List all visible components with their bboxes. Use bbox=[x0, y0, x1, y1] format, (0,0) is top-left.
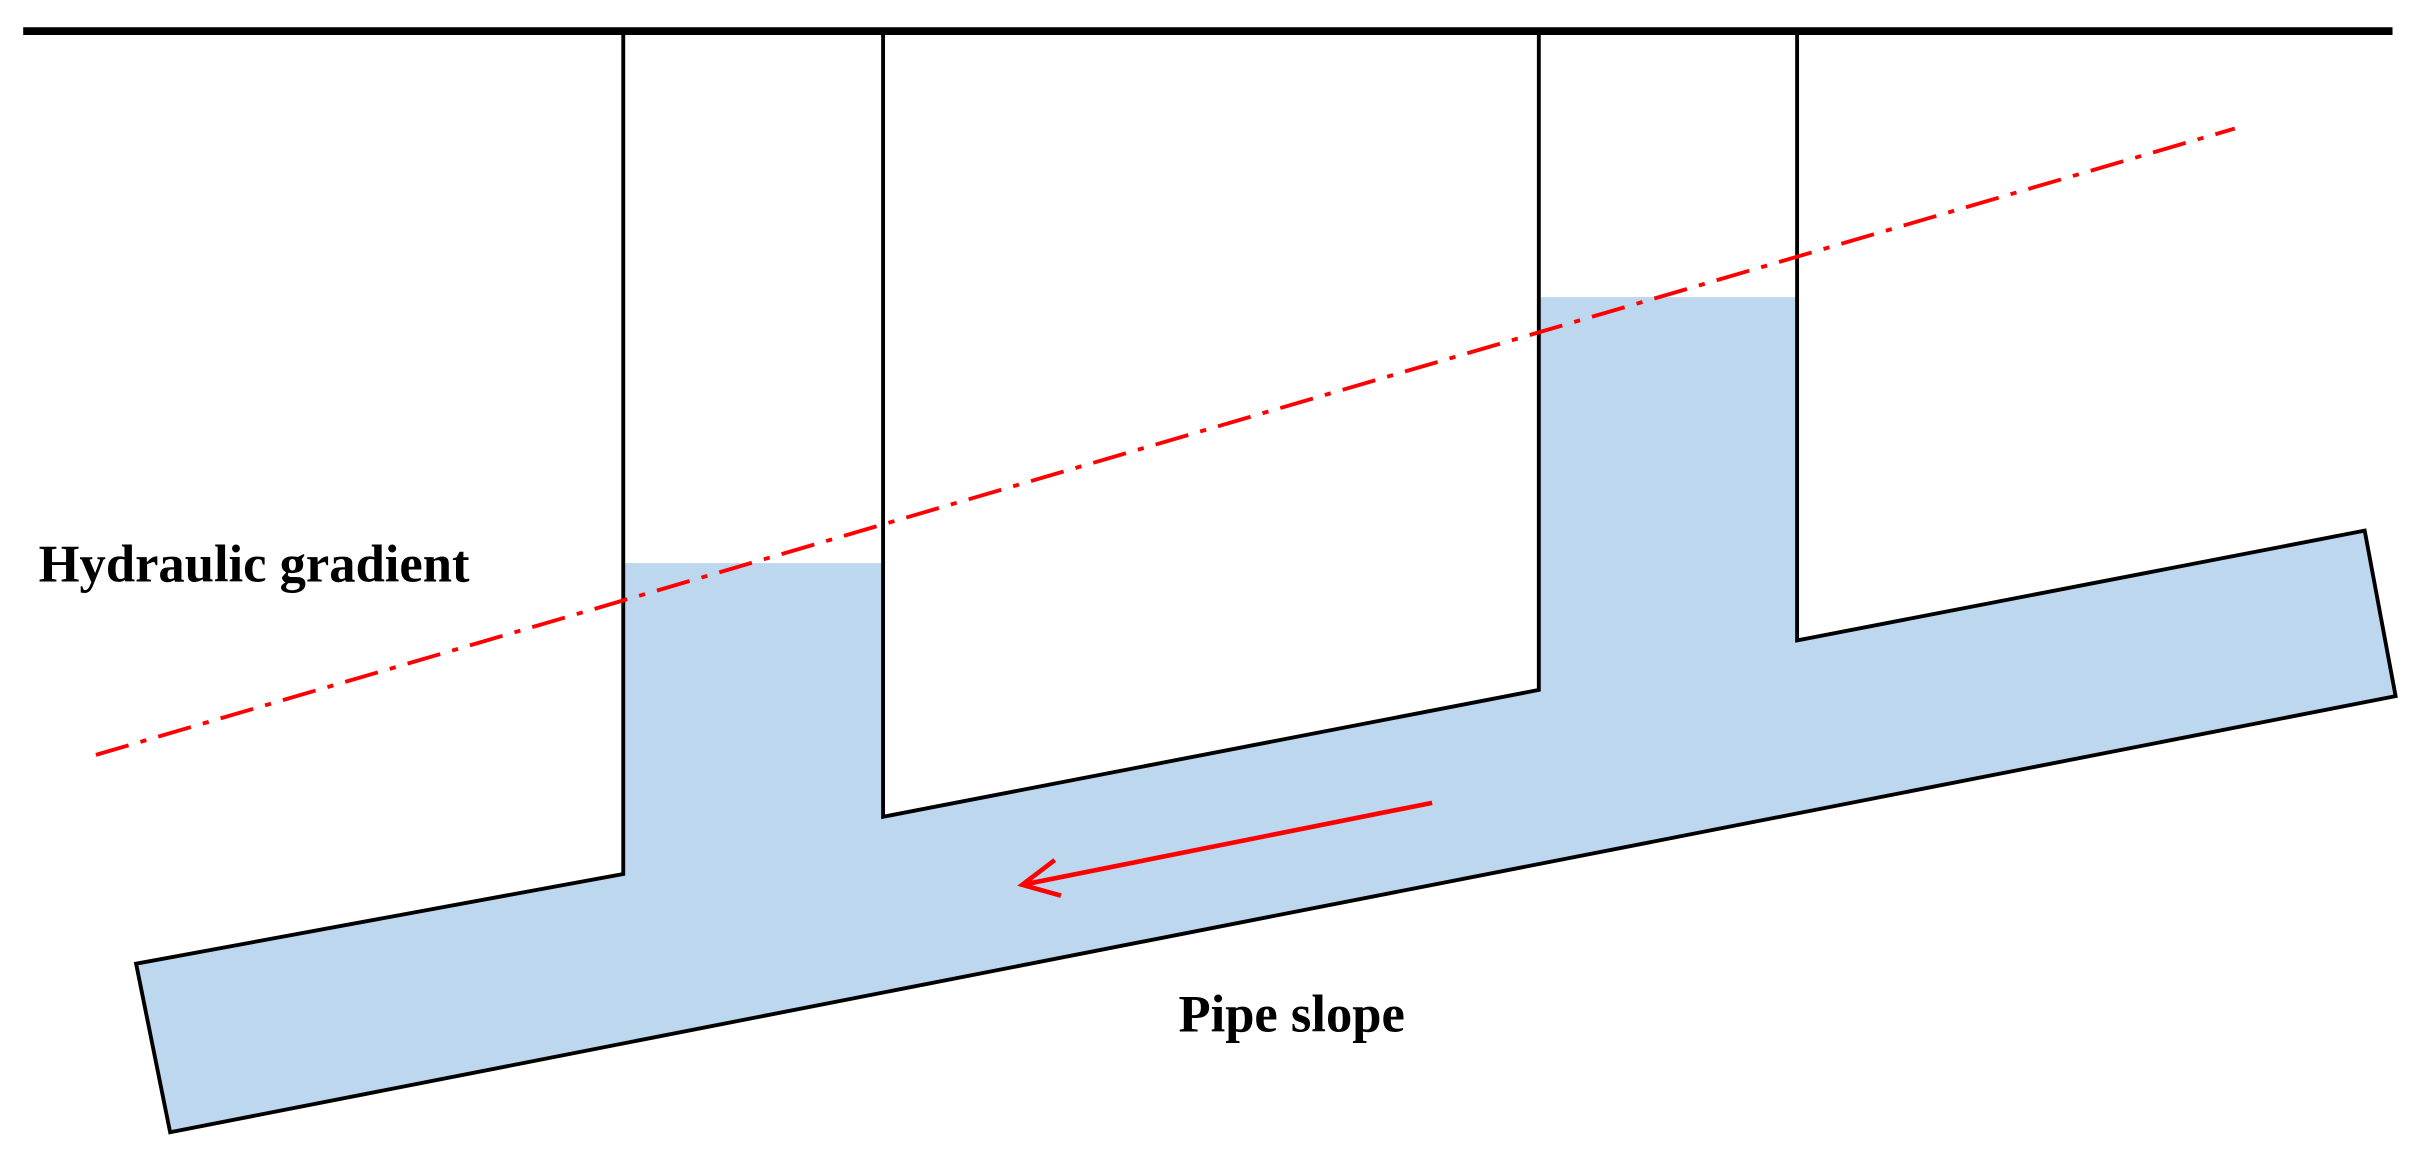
hydraulic-gradient-label: Hydraulic gradient bbox=[39, 536, 470, 594]
water-fill bbox=[136, 297, 2396, 1133]
pipe-outline bbox=[133, 34, 2398, 1135]
pipe-slope-label: Pipe slope bbox=[1178, 986, 1404, 1044]
hydraulic-gradient-line bbox=[95, 126, 2236, 757]
flow-direction-arrow bbox=[1017, 800, 1433, 898]
middle-block-outline bbox=[881, 34, 1541, 820]
